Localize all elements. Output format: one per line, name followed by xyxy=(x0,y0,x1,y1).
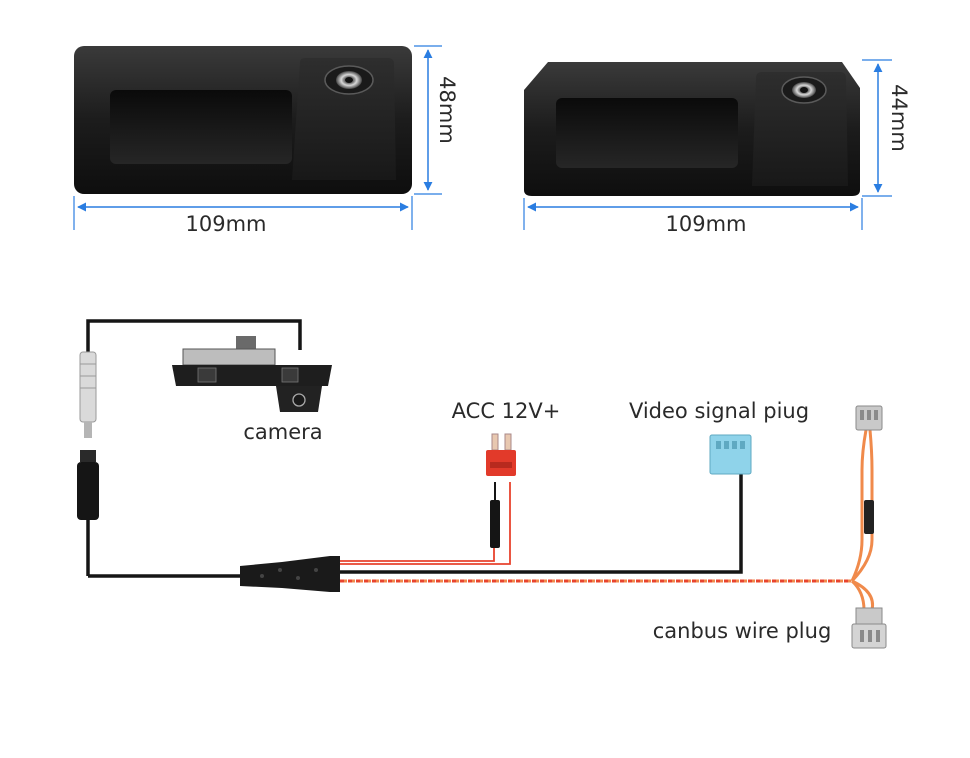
canbus-connector-bottom: canbus wire plug xyxy=(653,607,887,649)
acc-label: ACC 12V+ xyxy=(452,399,561,423)
camera-label: camera xyxy=(243,420,322,444)
lens-icon xyxy=(292,393,306,407)
handle-recess xyxy=(110,90,292,164)
video-plug: Video signal piug xyxy=(629,399,809,475)
video-label: Video signal piug xyxy=(629,399,809,423)
left-width-dimension: 109mm xyxy=(73,196,413,236)
acc-connector: ACC 12V+ xyxy=(452,399,561,476)
left-camera xyxy=(74,46,412,194)
splitter-block xyxy=(240,556,340,592)
camera-housing xyxy=(752,72,848,186)
right-width-dimension: 109mm xyxy=(523,198,863,236)
left-width-label: 109mm xyxy=(186,212,267,236)
female-plug xyxy=(77,450,242,578)
right-camera xyxy=(524,62,860,196)
camera-module: camera xyxy=(172,336,332,444)
acc-wire xyxy=(340,482,511,565)
left-height-dimension: 48mm xyxy=(414,45,459,195)
canbus-label: canbus wire plug xyxy=(653,619,832,643)
canbus-connector-top xyxy=(855,405,883,431)
male-plug xyxy=(79,351,97,438)
camera-housing xyxy=(292,58,396,180)
right-height-label: 44mm xyxy=(887,84,911,152)
left-height-label: 48mm xyxy=(435,76,459,144)
right-height-dimension: 44mm xyxy=(862,59,911,197)
camera-cable xyxy=(86,319,302,352)
right-width-label: 109mm xyxy=(666,212,747,236)
video-cable xyxy=(340,474,743,574)
handle-recess xyxy=(556,98,738,168)
canbus-harness xyxy=(850,429,875,611)
